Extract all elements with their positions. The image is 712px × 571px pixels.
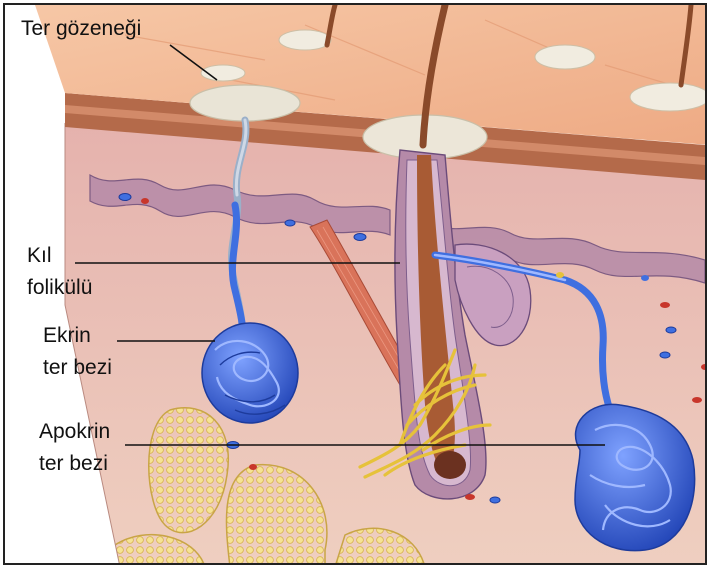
label-apocrine-line2: ter bezi bbox=[39, 451, 108, 476]
label-hair-follicle-line2: folikülü bbox=[27, 275, 92, 300]
diagram-frame: Ter gözeneği Kıl folikülü Ekrin ter bezi… bbox=[3, 3, 707, 565]
label-eccrine-line2: ter bezi bbox=[43, 355, 112, 380]
label-eccrine-line1: Ekrin bbox=[43, 323, 91, 348]
skin-cross-section-illustration bbox=[5, 5, 707, 565]
label-apocrine-line1: Apokrin bbox=[39, 419, 110, 444]
label-hair-follicle-line1: Kıl bbox=[27, 243, 52, 268]
label-sweat-pore: Ter gözeneği bbox=[21, 16, 141, 41]
